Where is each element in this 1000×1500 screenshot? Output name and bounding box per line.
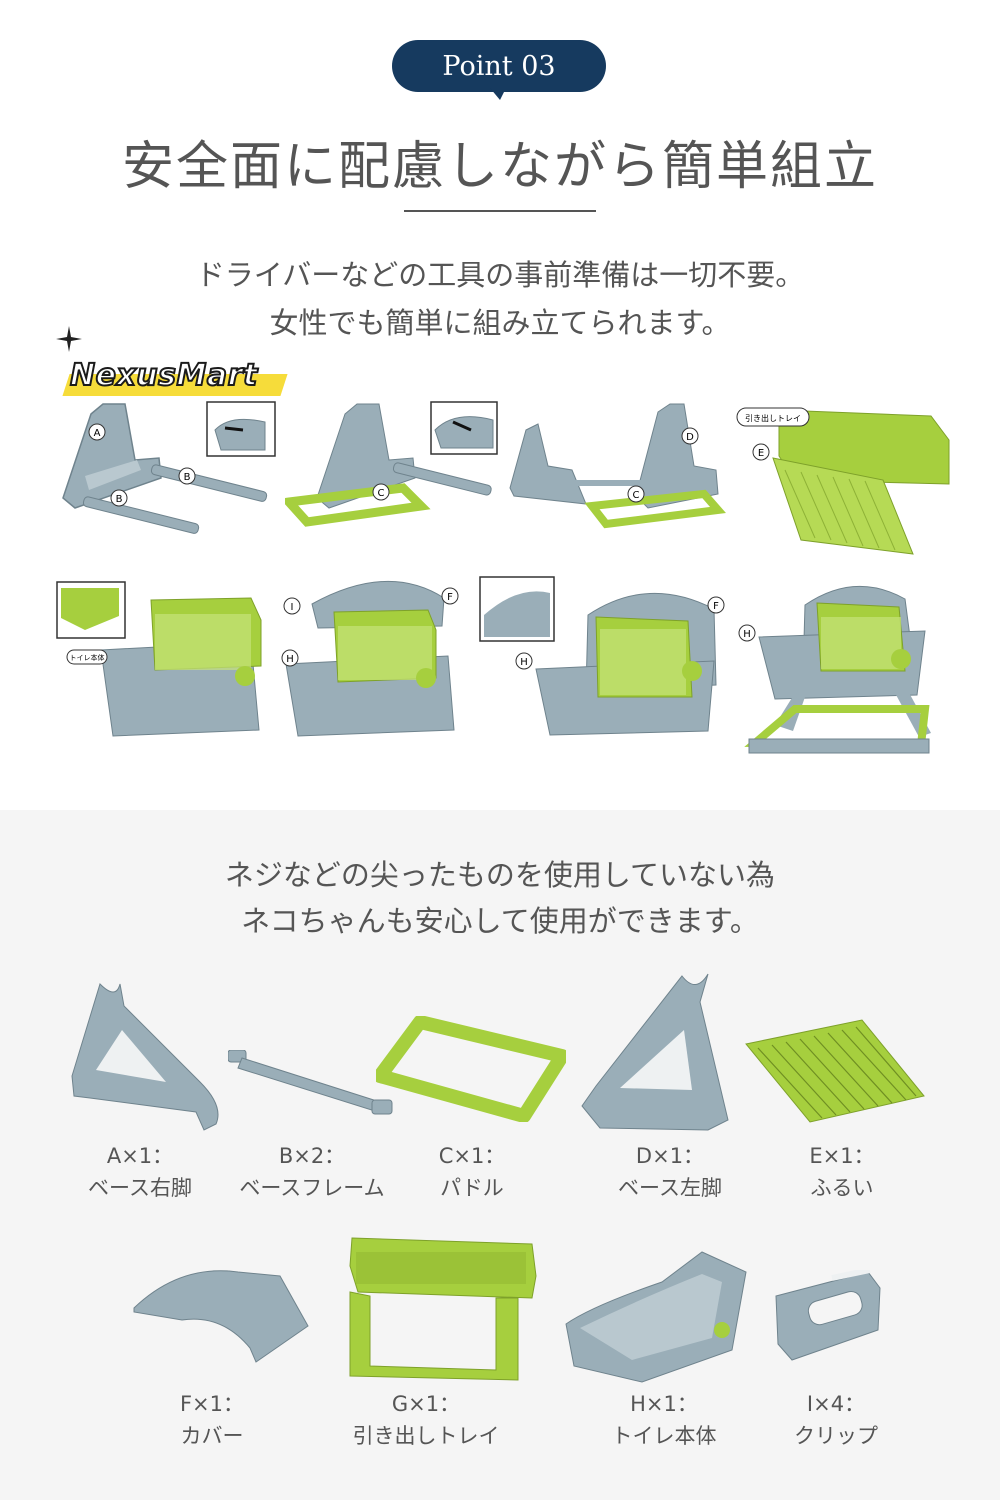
part-h-name: トイレ本体 — [611, 1424, 717, 1448]
part-i-name: クリップ — [794, 1424, 878, 1448]
part-f-name: カバー — [180, 1424, 244, 1448]
callout-h: H — [743, 629, 751, 640]
part-c-paddle — [376, 1016, 566, 1122]
part-g-label: G×1： 引き出しトレイ — [326, 1388, 526, 1452]
part-b-label: B×2： ベースフレーム — [212, 1140, 412, 1204]
part-g-drawer-tray — [349, 1237, 537, 1381]
part-h-toilet-body — [565, 1251, 747, 1383]
part-e-name: ふるい — [810, 1176, 874, 1200]
part-h-code: H×1： — [630, 1392, 698, 1416]
part-a-label: A×1： ベース右脚 — [40, 1140, 240, 1204]
part-f-label: F×1： カバー — [112, 1388, 312, 1452]
callout-i: I — [291, 602, 294, 613]
point-badge: Point 03 — [392, 40, 606, 92]
step-7-illustration: F H — [479, 576, 725, 736]
part-b-name: ベースフレーム — [239, 1176, 385, 1200]
step-2-illustration: C — [285, 401, 498, 527]
part-d-name: ベース左脚 — [618, 1176, 722, 1200]
part-c-code: C×1： — [438, 1144, 506, 1168]
step-6-illustration: F I H — [281, 580, 459, 737]
part-a-code: A×1： — [106, 1144, 174, 1168]
part-h-label: H×1： トイレ本体 — [564, 1388, 764, 1452]
callout-f: F — [713, 601, 719, 612]
part-i-code: I×4： — [806, 1392, 866, 1416]
step-8-illustration: H — [738, 585, 931, 754]
step-4-illustration: 引き出しトレイ E — [736, 407, 950, 555]
part-i-clip — [775, 1270, 881, 1361]
part-a-name: ベース右脚 — [88, 1176, 192, 1200]
part-d-label: D×1： ベース左脚 — [570, 1140, 770, 1204]
safety-line-1: ネジなどの尖ったものを使用していない為 — [224, 858, 776, 892]
step-3-illustration: D C — [509, 403, 726, 529]
part-e-code: E×1： — [809, 1144, 875, 1168]
title-underline — [404, 210, 596, 212]
tag-body: トイレ本体 — [70, 653, 105, 662]
part-g-name: 引き出しトレイ — [352, 1424, 500, 1448]
sparkle-icon — [56, 326, 82, 352]
brand-logo: NexusMart — [62, 356, 288, 398]
badge-tail — [490, 88, 506, 100]
part-d-code: D×1： — [635, 1144, 705, 1168]
tag-drawer: 引き出しトレイ — [745, 413, 801, 423]
part-e-label: E×1： ふるい — [742, 1140, 942, 1204]
lead-line-2: 女性でも簡単に組み立てられます。 — [269, 306, 731, 340]
callout-h: H — [520, 657, 528, 668]
part-f-cover — [133, 1270, 309, 1363]
safety-line-2: ネコちゃんも安心して使用ができます。 — [241, 904, 759, 938]
part-g-code: G×1： — [391, 1392, 461, 1416]
step-5-illustration: トイレ本体 — [56, 581, 262, 737]
callout-h: H — [286, 654, 294, 665]
callout-c: C — [378, 488, 385, 499]
part-b-frame — [228, 1050, 393, 1115]
part-d-left-leg — [581, 973, 729, 1131]
part-c-name: パドル — [440, 1176, 504, 1200]
safety-section — [0, 810, 1000, 1500]
callout-e: E — [758, 448, 764, 459]
lead-line-1: ドライバーなどの工具の事前準備は一切不要。 — [195, 258, 805, 292]
logo-text: NexusMart — [69, 357, 258, 394]
callout-d: D — [686, 432, 694, 443]
callout-b: B — [116, 494, 123, 505]
callout-b: B — [184, 472, 191, 483]
part-e-sieve — [745, 1019, 925, 1123]
part-c-label: C×1： パドル — [372, 1140, 572, 1204]
page-title: 安全面に配慮しながら簡単組立 — [121, 137, 878, 197]
part-a-right-leg — [71, 983, 219, 1131]
callout-a: A — [94, 428, 101, 439]
part-b-code: B×2： — [278, 1144, 346, 1168]
callout-f: F — [447, 592, 453, 603]
step-1-illustration: A B B — [62, 401, 276, 534]
callout-c: C — [633, 490, 640, 501]
part-i-label: I×4： クリップ — [736, 1388, 936, 1452]
part-f-code: F×1： — [179, 1392, 245, 1416]
